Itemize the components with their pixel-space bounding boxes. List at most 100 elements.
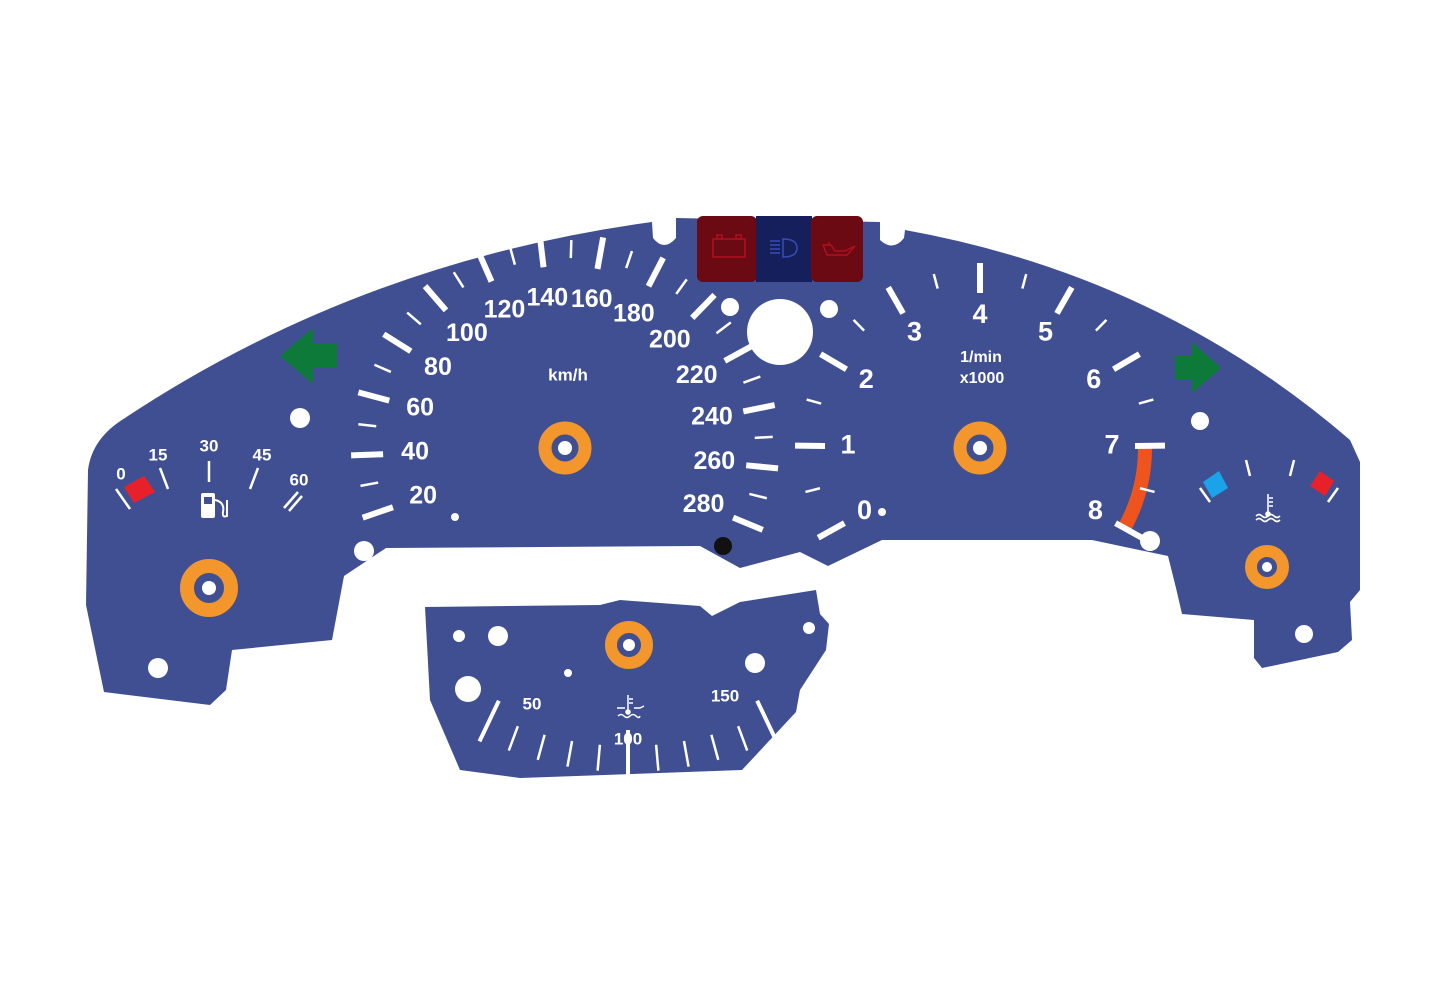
oil-temp-minor-tick: [736, 725, 749, 751]
oil-temp-label: 50: [523, 694, 542, 713]
speedometer-major-tick: [723, 342, 755, 364]
warning-light-strip: [697, 216, 863, 282]
fuel-label: 60: [290, 470, 309, 489]
speedometer-label: 260: [693, 447, 735, 475]
tachometer-minor-tick: [1138, 398, 1154, 405]
tachometer-minor-tick: [1095, 319, 1108, 332]
redline-band: [1118, 445, 1152, 532]
fuel-label: 30: [200, 436, 219, 455]
tachometer-minor-tick: [805, 487, 821, 494]
oil-temp-label: 100: [614, 729, 642, 748]
speedometer-minor-tick: [452, 271, 465, 289]
speedometer-label: 160: [571, 285, 613, 313]
speedometer-major-tick: [536, 235, 547, 268]
oil-temp-minor-tick: [507, 725, 520, 751]
main-dial-panel: [86, 218, 1360, 705]
tachometer-label: 5: [1038, 317, 1053, 347]
headlight-warning-light: [756, 216, 812, 282]
tachometer-ticks: [794, 263, 1166, 541]
tachometer-label: 1: [840, 429, 855, 459]
tachometer-major-tick: [819, 351, 848, 372]
tachometer-unit-line2: x1000: [960, 370, 1005, 387]
speedometer-label: 100: [446, 319, 488, 347]
fuel-gauge-ticks: [114, 461, 303, 512]
tachometer-label: 4: [972, 299, 987, 329]
speedometer-minor-tick: [749, 492, 768, 500]
speedometer-label: 80: [424, 353, 452, 381]
fuel-pump-icon: [201, 493, 228, 518]
speedometer-major-tick: [475, 250, 495, 283]
oil-temp-minor-tick: [654, 744, 660, 771]
tachometer-label: 2: [859, 364, 874, 394]
speedometer-label: 20: [409, 481, 437, 509]
tachometer-label: 7: [1104, 429, 1119, 459]
speedometer-label: 120: [484, 295, 526, 323]
speedometer-minor-tick: [569, 240, 573, 259]
speedometer-label: 220: [676, 361, 718, 389]
headlight-icon: [770, 238, 798, 258]
oil-temp-label: 150: [711, 686, 739, 705]
speedometer-minor-tick: [360, 481, 379, 488]
speedometer-label: 280: [683, 490, 725, 518]
speedometer-label: 60: [406, 394, 434, 422]
speedometer-major-tick: [742, 402, 776, 415]
oil-temp-minor-tick: [682, 740, 690, 767]
speedometer-major-tick: [361, 504, 394, 521]
speedometer-minor-tick: [358, 423, 377, 428]
speedometer-minor-tick: [754, 435, 773, 440]
tachometer-minor-tick: [1021, 273, 1028, 289]
tachometer-label: 8: [1088, 495, 1103, 525]
tachometer-label: 6: [1086, 364, 1101, 394]
tachometer-minor-tick: [806, 398, 822, 405]
speedometer-minor-tick: [743, 375, 761, 384]
tachometer-label: 0: [857, 495, 872, 525]
coolant-temperature-icon: [1255, 494, 1281, 523]
speedometer-label: 200: [649, 325, 691, 353]
tachometer-label: 3: [907, 317, 922, 347]
oil-temp-major-tick: [477, 699, 501, 743]
speedometer-label: 240: [691, 403, 733, 431]
tachometer-unit-line1: 1/min: [960, 349, 1002, 366]
oil-temperature-icon: [617, 695, 645, 719]
tachometer-minor-tick: [1139, 487, 1155, 494]
oil-temp-minor-tick: [566, 740, 574, 767]
tachometer-redline: [1118, 445, 1152, 532]
cold-marker: [1203, 471, 1228, 498]
speedometer-minor-tick: [625, 250, 634, 269]
speedometer-label: 140: [526, 284, 568, 312]
tachometer-minor-tick: [852, 319, 865, 332]
fuel-label: 15: [149, 445, 168, 464]
coolant-gauge: [1198, 459, 1340, 523]
tachometer-minor-tick: [932, 273, 939, 289]
tachometer-major-tick: [1112, 351, 1141, 372]
fuel-gauge: 0 15 30 45 60: [114, 436, 309, 518]
oil-temp-minor-tick: [596, 744, 602, 771]
tachometer-major-tick: [885, 285, 906, 315]
tachometer-major-tick: [1114, 520, 1144, 541]
battery-warning-light: [697, 216, 757, 282]
fuel-label: 0: [116, 464, 125, 483]
tachometer-major-tick: [1054, 285, 1075, 315]
speedometer-major-tick: [422, 284, 449, 313]
speedometer-major-tick: [645, 256, 666, 288]
oil-can-icon: [821, 242, 856, 256]
tachometer-major-tick: [816, 520, 846, 541]
oil-temp-minor-tick: [710, 734, 720, 761]
oil-warning-light: [811, 216, 863, 282]
mount-holes: [148, 298, 1313, 702]
speedometer-major-tick: [357, 389, 391, 404]
speedometer-minor-tick: [406, 311, 422, 326]
fuel-reserve-marker: [124, 476, 155, 503]
black-stop-pin: [714, 537, 732, 555]
speedometer-major-tick: [594, 236, 607, 270]
speedometer-major-tick: [382, 331, 413, 354]
hot-marker: [1310, 471, 1334, 496]
speedometer-unit: km/h: [548, 365, 588, 384]
speedometer-minor-tick: [508, 247, 517, 266]
speedometer-minor-tick: [715, 321, 732, 335]
speedometer-major-tick: [731, 514, 764, 533]
speedometer-major-tick: [351, 451, 384, 459]
